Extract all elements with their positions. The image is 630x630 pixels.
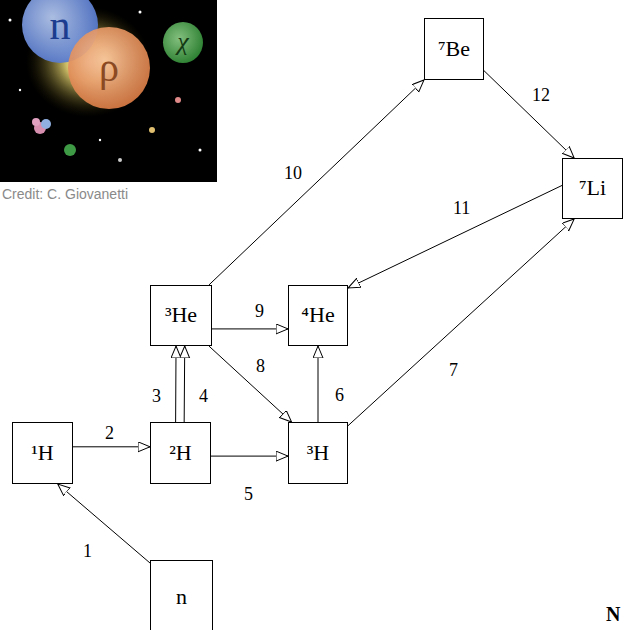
- nuclide-symbol: ⁷Li: [579, 176, 606, 200]
- reaction-arrow: [348, 185, 562, 288]
- nuclide-symbol: n: [176, 585, 187, 609]
- reaction-arrow: [175, 346, 176, 422]
- image-credit: Credit: C. Giovanetti: [2, 186, 128, 202]
- nuclide-symbol: ³He: [165, 303, 197, 327]
- reaction-number: 8: [256, 356, 265, 376]
- particle-symbol: n: [50, 2, 71, 48]
- nuclide-box: ⁷Li: [562, 158, 623, 219]
- nuclide-box: ⁷Be: [424, 18, 484, 80]
- nuclide-symbol: ⁴He: [301, 303, 334, 327]
- reaction-arrow: [73, 446, 150, 447]
- circle-fill: [68, 27, 150, 109]
- reaction-arrow: [184, 346, 186, 422]
- reaction-number: 3: [152, 386, 161, 406]
- nuclide-box: n: [150, 560, 213, 630]
- reaction-number: 5: [244, 484, 253, 504]
- star-dot: [9, 19, 12, 22]
- particle-dot: [175, 97, 181, 103]
- nuclide-symbol: ¹H: [31, 441, 53, 465]
- reaction-arrow: [209, 346, 292, 422]
- star-dot: [139, 11, 142, 14]
- star-dot: [19, 89, 21, 91]
- particle-dot: [32, 118, 40, 126]
- nuclide-symbol: ³H: [307, 441, 329, 465]
- reaction-arrow: [211, 456, 288, 457]
- star-dot: [199, 149, 202, 152]
- cut-off-text: N: [606, 603, 620, 626]
- reaction-number: 1: [83, 541, 92, 561]
- nuclide-box: ³H: [288, 422, 348, 484]
- nuclide-symbol: ⁷Be: [438, 37, 470, 61]
- reaction-number: 6: [335, 385, 344, 405]
- nuclide-box: ³He: [150, 285, 212, 346]
- reaction-arrow: [209, 80, 424, 285]
- particle-symbol: χ: [177, 28, 188, 57]
- particle-dot: [118, 158, 122, 162]
- reaction-number: 4: [199, 386, 208, 406]
- reaction-arrow: [318, 346, 319, 422]
- reaction-number: 10: [284, 163, 302, 183]
- particle-dot: [149, 127, 155, 133]
- reaction-number: 2: [105, 423, 114, 443]
- particle-dot: [64, 144, 76, 156]
- circle-fill: [163, 22, 203, 63]
- nuclide-symbol: ²H: [169, 441, 191, 465]
- reaction-arrow: [212, 328, 288, 329]
- particle-symbol: ρ: [99, 46, 119, 90]
- reaction-number: 7: [449, 360, 458, 380]
- particle-dot: [41, 119, 51, 129]
- nuclide-box: ⁴He: [288, 285, 348, 346]
- reaction-arrow: [58, 484, 150, 563]
- reaction-arrow: [348, 219, 574, 426]
- nuclide-box: ²H: [150, 422, 211, 484]
- reaction-number: 12: [532, 85, 550, 105]
- star-dot: [99, 139, 101, 141]
- dark-matter-circle: χ: [163, 22, 203, 63]
- reaction-number: 11: [453, 198, 470, 218]
- proton-circle: ρ: [68, 27, 150, 109]
- nuclide-box: ¹H: [12, 422, 73, 484]
- reaction-arrow: [484, 71, 574, 158]
- reaction-number: 9: [255, 301, 264, 321]
